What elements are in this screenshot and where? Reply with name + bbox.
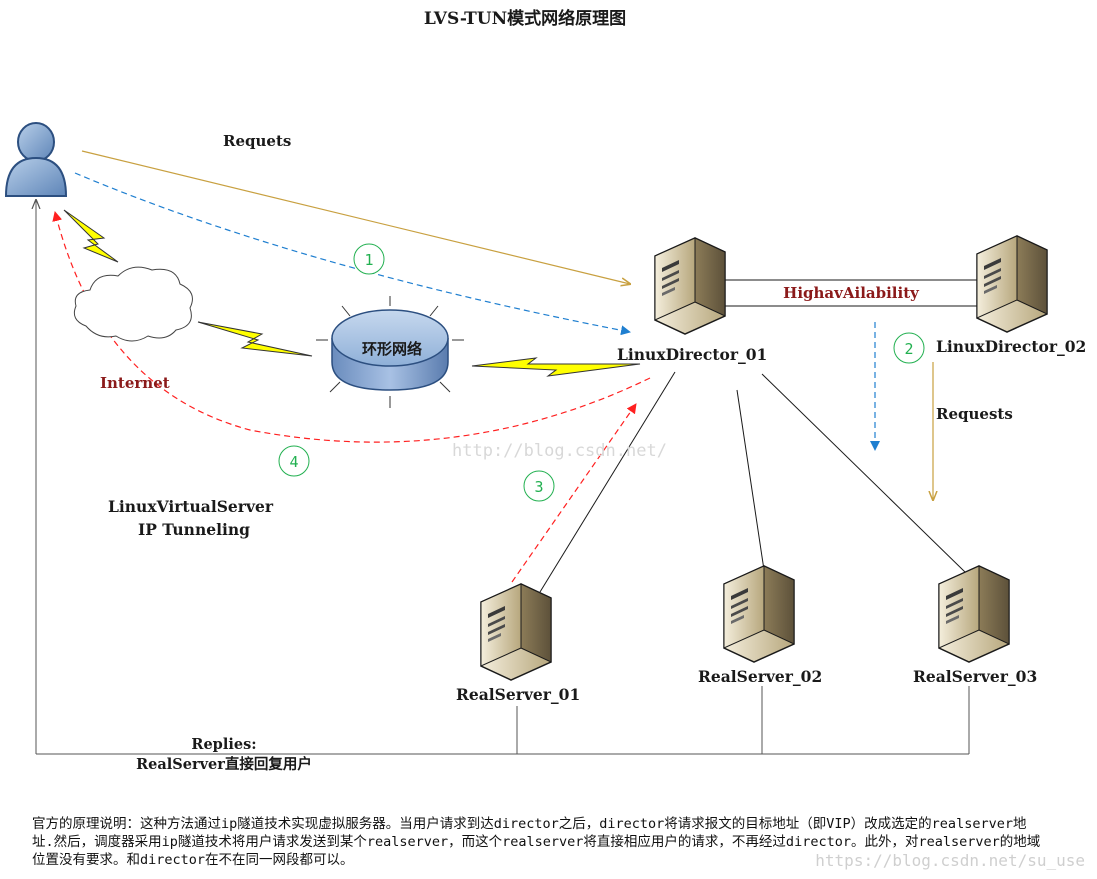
lightning-icon (471, 357, 641, 377)
replies-label-line1: Replies: (191, 736, 256, 753)
lightning-icon (63, 209, 119, 263)
realserver-01-label: RealServer_01 (456, 685, 580, 704)
realserver-03-label: RealServer_03 (913, 667, 1037, 686)
diagram-title: LVS-TUN模式网络原理图 (424, 8, 626, 29)
dashed-request-line (74, 172, 631, 336)
director-02-label: LinuxDirector_02 (936, 337, 1086, 356)
director-01-server-icon (654, 237, 726, 335)
dashed-tunnel-line (511, 403, 637, 583)
ha-label: HighavAilability (783, 284, 920, 302)
replies-label-line2: RealServer直接回复用户 (136, 755, 312, 773)
director-02-server-icon (976, 235, 1048, 333)
svg-text:3: 3 (534, 478, 543, 496)
description-text: 官方的原理说明：这种方法通过ip隧道技术实现虚拟服务器。当用户请求到达direc… (32, 816, 1041, 868)
step-3-marker: 3 (523, 470, 555, 502)
watermark-corner: https://blog.csdn.net/su_use (815, 851, 1085, 870)
director-01-label: LinuxDirector_01 (617, 345, 767, 364)
lvs-label-line2: IP Tunneling (138, 520, 250, 539)
lightning-icon (197, 321, 313, 357)
realserver-03-server-icon (938, 565, 1010, 663)
requests-label: Requests (936, 405, 1013, 423)
realserver-02-server-icon (723, 565, 795, 663)
ring-network-icon: 环形网络 (316, 296, 464, 408)
request-line (81, 150, 630, 284)
replies-path (36, 200, 970, 755)
svg-text:1: 1 (364, 251, 373, 269)
svg-text:2: 2 (904, 340, 913, 358)
realserver-02-label: RealServer_02 (698, 667, 822, 686)
requets-label: Requets (223, 132, 291, 150)
svg-text:4: 4 (289, 453, 298, 471)
step-1-marker: 1 (353, 243, 385, 275)
watermark-center: http://blog.csdn.net/ (452, 441, 667, 461)
cloud-icon (73, 266, 193, 342)
step-4-marker: 4 (278, 445, 310, 477)
internet-label: Internet (100, 374, 170, 392)
lvs-label-line1: LinuxVirtualServer (108, 497, 274, 516)
step-2-marker: 2 (893, 332, 925, 364)
realserver-01-server-icon (480, 583, 552, 681)
ring-network-label: 环形网络 (362, 340, 422, 358)
user-icon (4, 122, 68, 197)
